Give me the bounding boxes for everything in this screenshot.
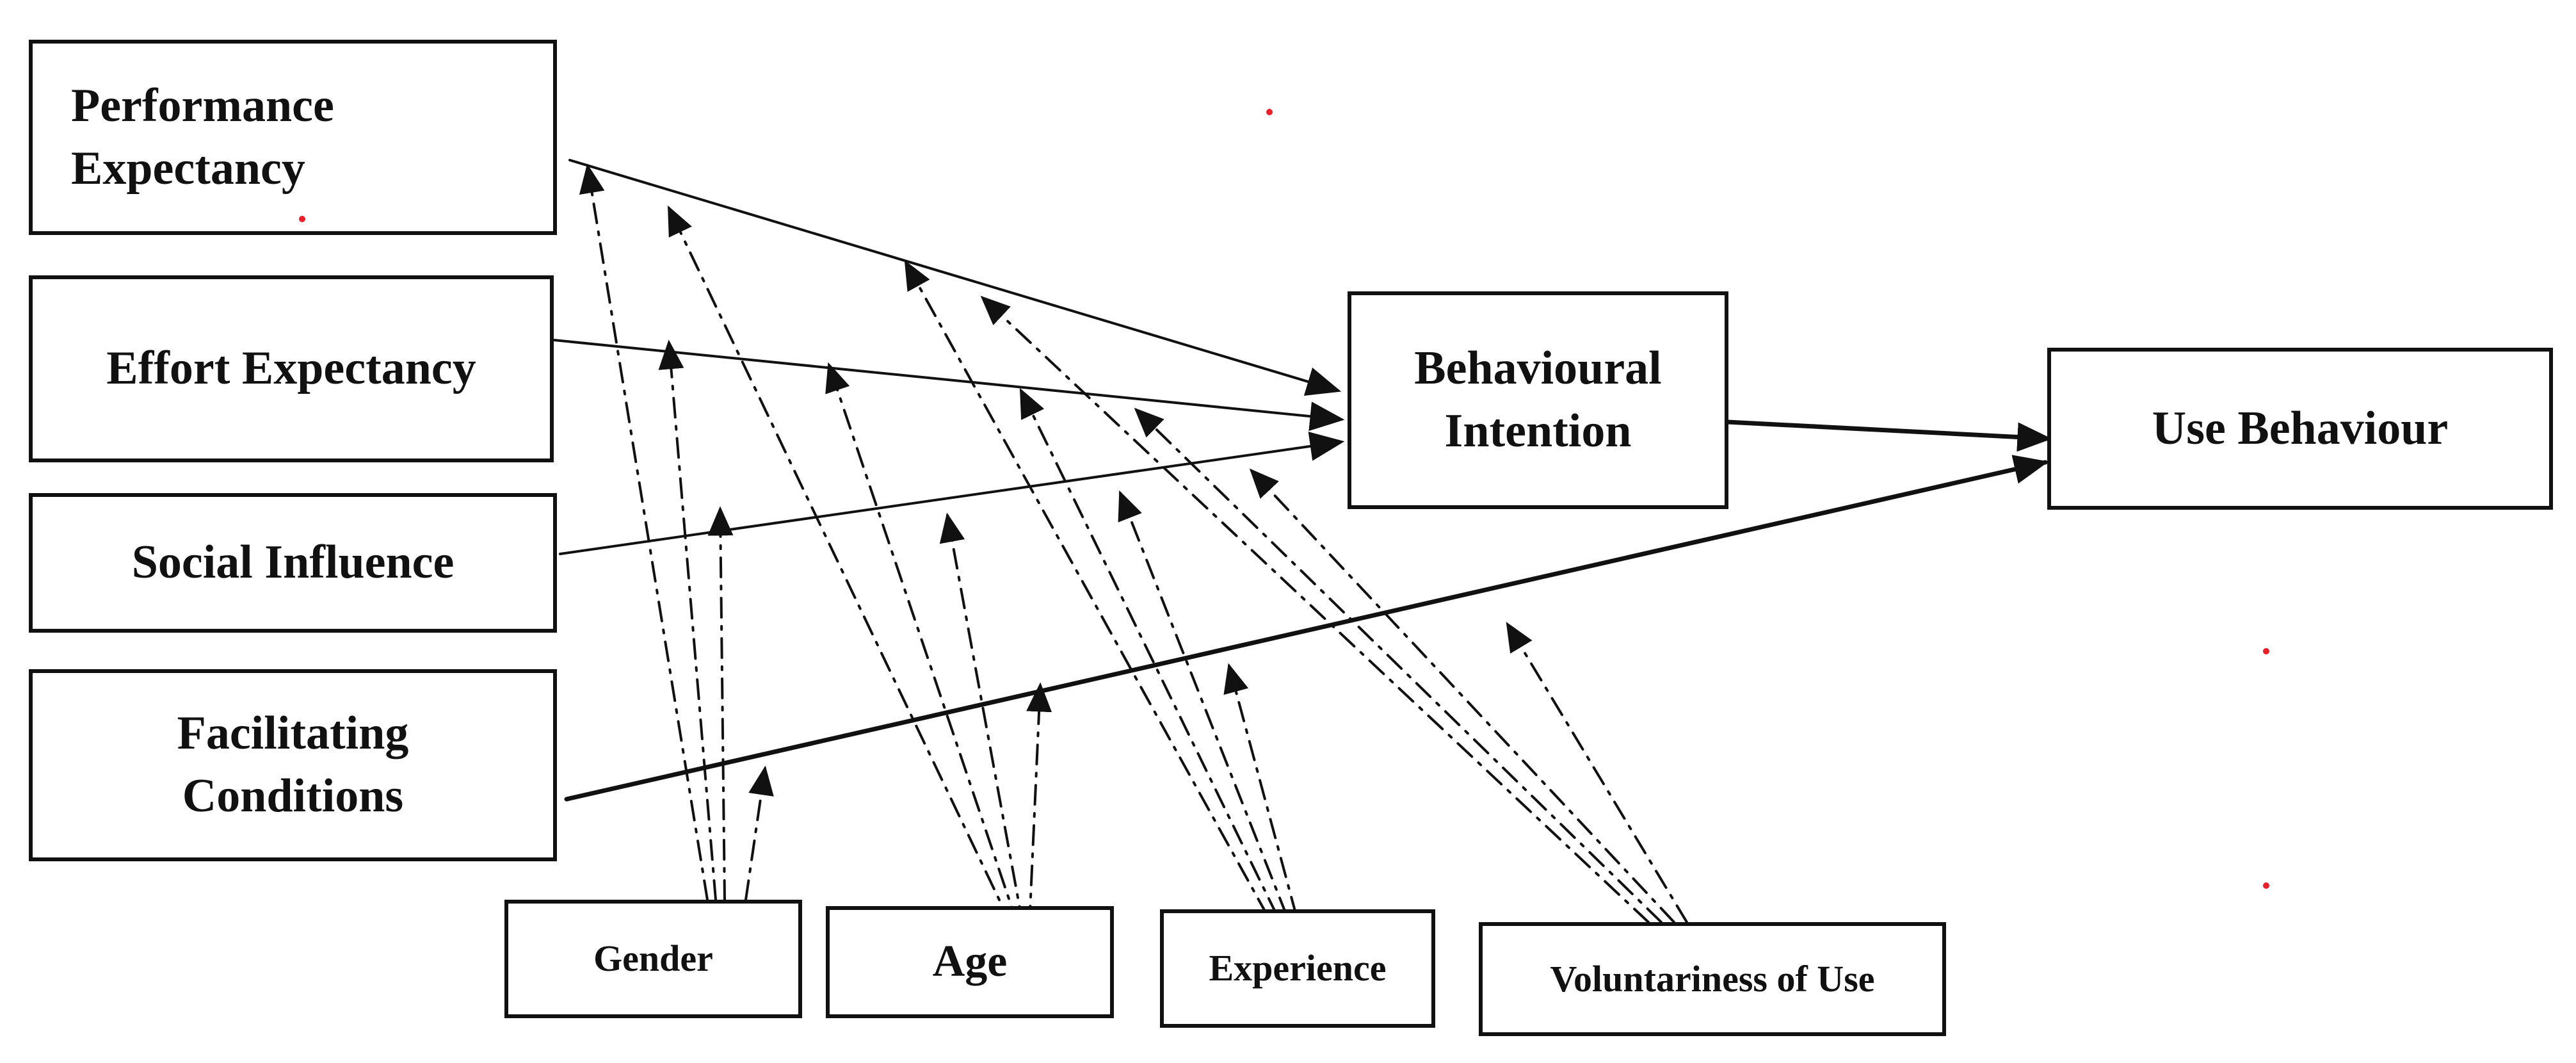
node-gender: Gender <box>504 900 802 1018</box>
node-social-influence: Social Influence <box>29 493 557 633</box>
moderator-edges <box>579 163 1688 927</box>
node-behavioural-intention-line1: Behavioural <box>1414 342 1662 395</box>
edge-age-moderates-performance <box>668 205 1013 927</box>
node-performance-expectancy-line1: Performance <box>71 79 334 132</box>
stray-dot <box>1266 109 1273 115</box>
node-use-behaviour: Use Behaviour <box>2047 348 2553 510</box>
edge-age-moderates-facilitating <box>1026 682 1052 927</box>
node-behavioural-intention: Behavioural Intention <box>1348 291 1728 509</box>
node-effort-expectancy-label: Effort Expectancy <box>106 342 476 395</box>
edge-intention-to-use <box>1713 419 2052 452</box>
node-performance-expectancy-line2: Expectancy <box>71 142 305 195</box>
node-social-influence-label: Social Influence <box>131 536 455 589</box>
main-edges <box>546 159 2052 802</box>
stray-dot <box>2263 882 2269 889</box>
stray-dot <box>299 216 305 222</box>
edge-voluntariness-moderates-social <box>1249 468 1675 923</box>
edge-age-moderates-effort <box>825 362 1019 927</box>
node-gender-label: Gender <box>593 937 713 980</box>
node-age-label: Age <box>932 937 1008 987</box>
edge-performance-to-intention <box>568 159 1342 396</box>
edge-gender-moderates-performance <box>579 163 709 901</box>
edge-experience-moderates-facilitating <box>1223 663 1298 917</box>
edge-gender-moderates-facilitating <box>745 765 774 901</box>
edge-voluntariness-moderates-facilitating <box>1506 622 1688 923</box>
edge-experience-moderates-social <box>1118 490 1288 917</box>
node-use-behaviour-label: Use Behaviour <box>2152 402 2449 455</box>
edge-facilitating-to-use <box>564 455 2049 802</box>
edge-voluntariness-moderates-performance <box>980 295 1650 923</box>
node-voluntariness-of-use: Voluntariness of Use <box>1479 922 1946 1036</box>
node-voluntariness-of-use-label: Voluntariness of Use <box>1550 957 1875 1000</box>
node-facilitating-conditions-line1: Facilitating <box>177 707 409 760</box>
edge-experience-moderates-effort <box>1019 387 1278 917</box>
node-facilitating-conditions-line2: Conditions <box>182 770 404 822</box>
edge-voluntariness-moderates-effort <box>1134 407 1662 923</box>
edge-social-to-intention <box>559 432 1345 555</box>
node-experience: Experience <box>1160 909 1435 1028</box>
node-effort-expectancy: Effort Expectancy <box>29 275 554 462</box>
edge-age-moderates-social <box>939 512 1024 927</box>
node-age: Age <box>826 906 1114 1018</box>
node-behavioural-intention-line2: Intention <box>1444 405 1632 457</box>
node-performance-expectancy: Performance Expectancy <box>29 40 557 235</box>
edge-gender-moderates-effort <box>658 339 717 901</box>
stray-dot <box>2263 648 2269 654</box>
edge-experience-moderates-performance <box>904 259 1269 917</box>
edge-gender-moderates-social <box>707 506 734 901</box>
edge-effort-to-intention <box>546 338 1345 432</box>
node-facilitating-conditions: Facilitating Conditions <box>29 669 557 861</box>
node-experience-label: Experience <box>1209 947 1387 989</box>
